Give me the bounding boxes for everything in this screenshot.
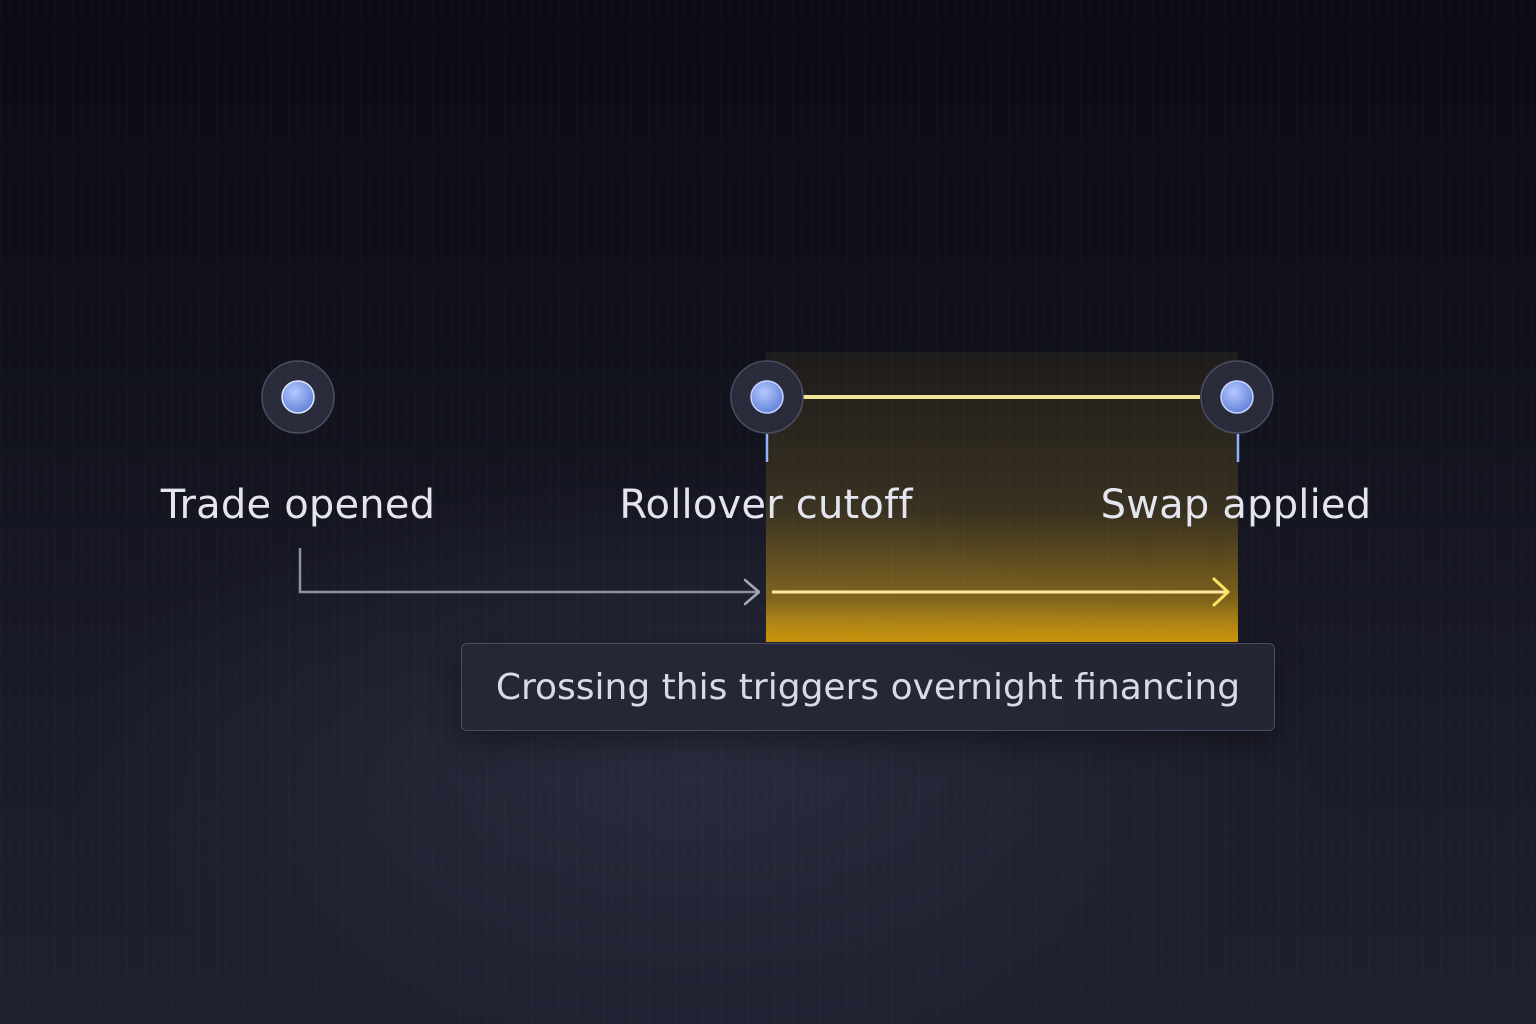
event-label-trade-opened: Trade opened — [160, 482, 436, 528]
event-node-swap-applied — [1200, 360, 1274, 434]
event-node-trade-opened — [261, 360, 335, 434]
flow-connector-neutral — [298, 548, 758, 594]
arrowhead-highlight-icon — [1212, 577, 1230, 607]
arrowhead-neutral-icon — [743, 578, 761, 606]
event-node-rollover-cutoff — [730, 360, 804, 434]
event-label-swap-applied: Swap applied — [1100, 482, 1372, 528]
event-label-rollover-cutoff: Rollover cutoff — [619, 482, 913, 528]
financing-callout: Crossing this triggers overnight financi… — [461, 643, 1275, 731]
